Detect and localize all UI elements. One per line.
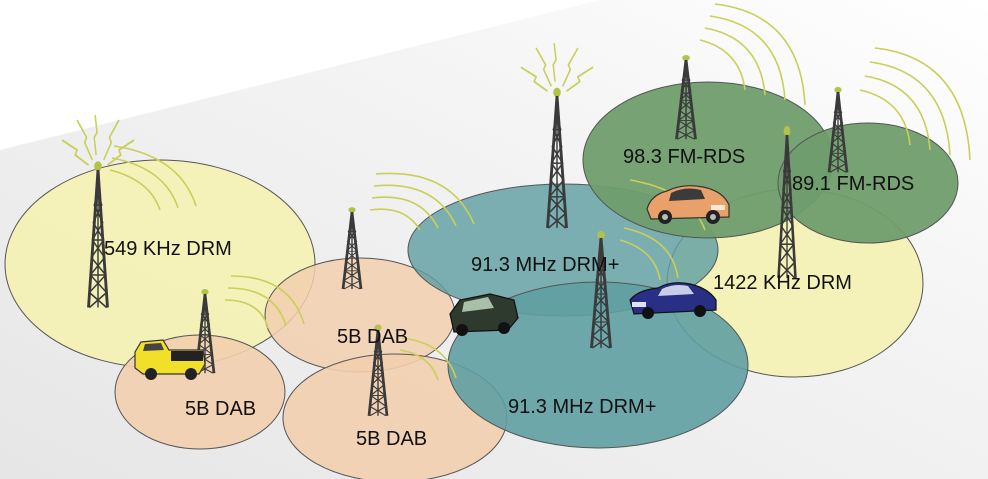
signal-waves xyxy=(109,3,971,381)
coverage-label-dab-2: 5B DAB xyxy=(337,326,409,348)
sports-car-icon xyxy=(646,185,730,224)
coverage-label-drm-549: 549 KHz DRM xyxy=(104,238,232,260)
sedan-car-icon xyxy=(629,282,717,319)
coverage-label-drm-1422: 1422 KHz DRM xyxy=(713,272,852,294)
coverage-label-drm-plus-1: 91.3 MHz DRM+ xyxy=(471,254,620,276)
coverage-label-dab-3: 5B DAB xyxy=(356,428,428,450)
coverage-label-dab-1: 5B DAB xyxy=(185,398,257,420)
coverage-area-fm-89 xyxy=(777,122,959,244)
coverage-area-drm-549 xyxy=(4,159,316,369)
coverage-label-fm-89: 89.1 FM-RDS xyxy=(792,173,915,195)
hatchback-car-icon xyxy=(449,293,519,336)
coverage-label-drm-plus-2: 91.3 MHz DRM+ xyxy=(508,396,657,418)
coverage-label-fm-98: 98.3 FM-RDS xyxy=(623,146,746,168)
pickup-truck-icon xyxy=(134,339,206,380)
